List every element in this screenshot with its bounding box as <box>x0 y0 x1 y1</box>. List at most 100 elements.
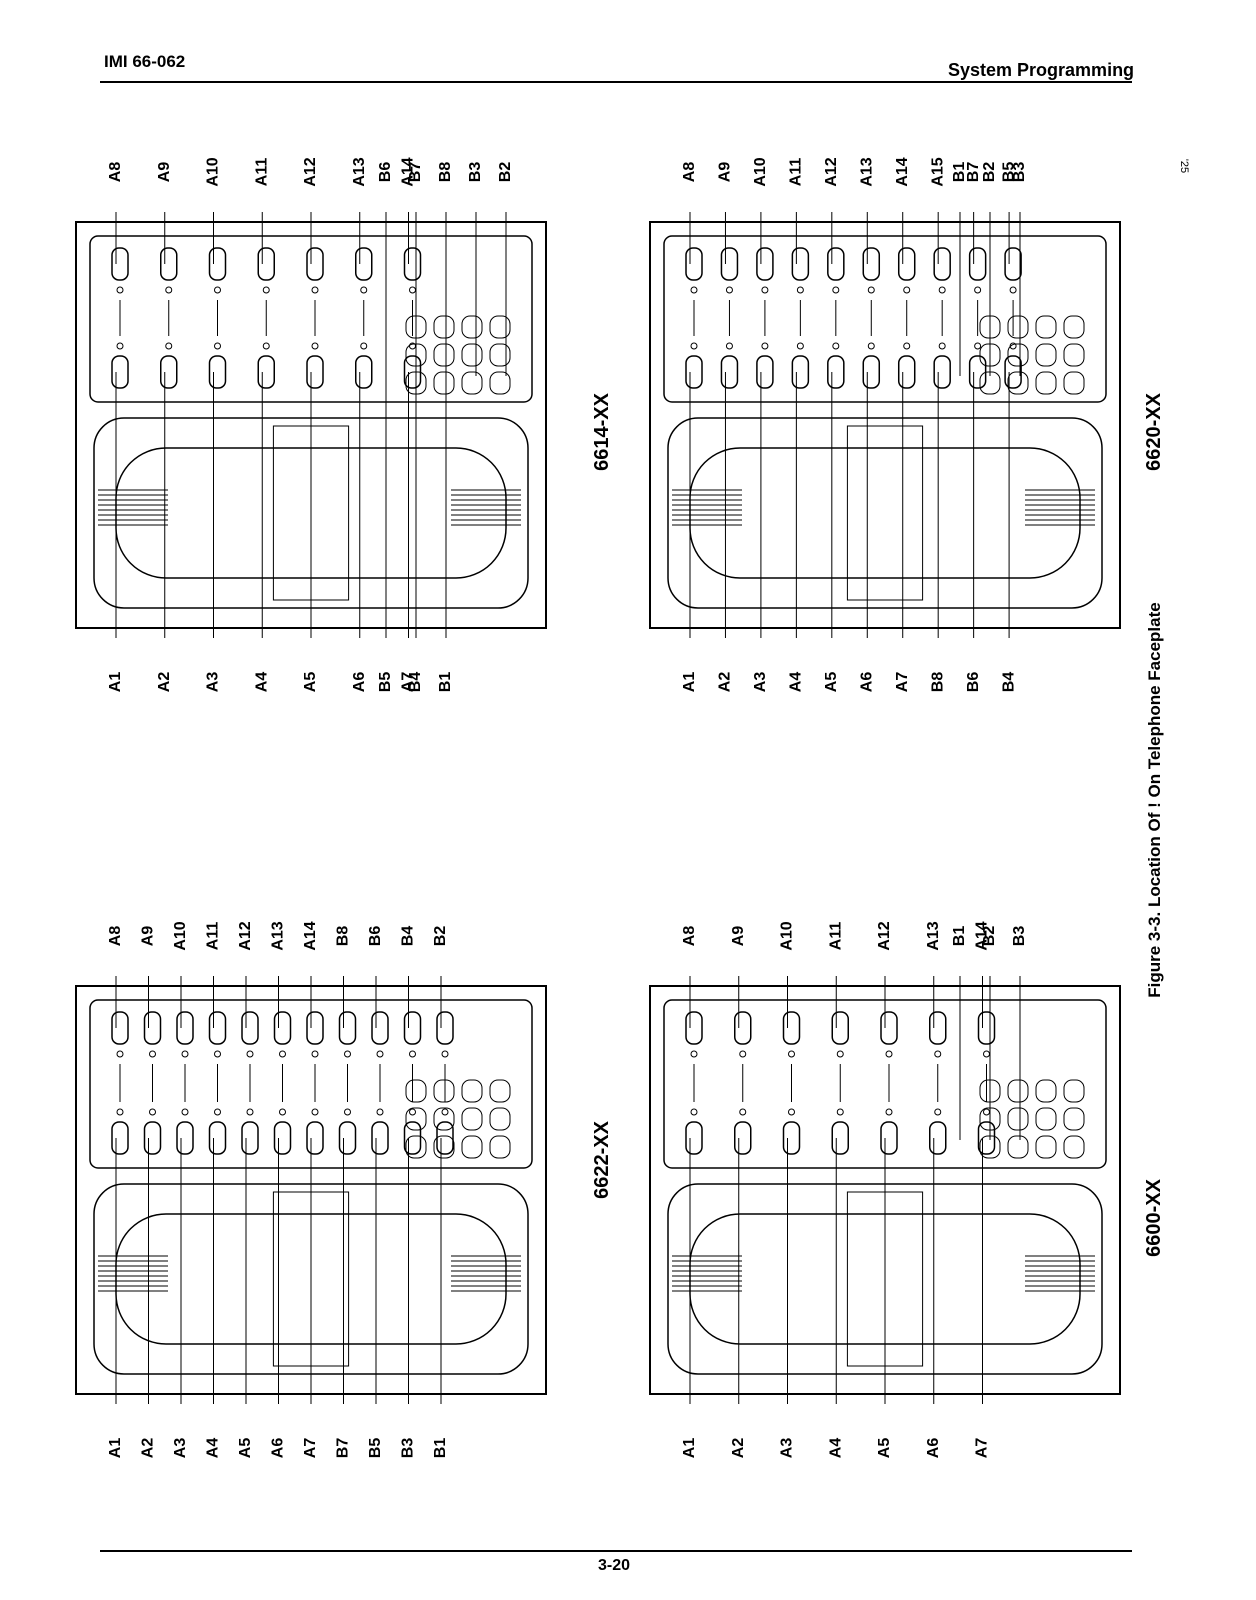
button-label: A8 <box>681 162 698 183</box>
button-label: B4 <box>407 672 424 693</box>
line-led <box>796 342 804 350</box>
button-label-text: B6 <box>965 672 982 693</box>
line-led <box>761 286 769 294</box>
button-label: A2 <box>140 1438 157 1459</box>
button-label-text: A3 <box>205 672 222 693</box>
button-label: A4 <box>253 672 270 693</box>
line-led <box>796 286 804 294</box>
button-label-text: A14 <box>302 921 319 950</box>
button-label-text: A10 <box>205 157 222 186</box>
button-label: A6 <box>270 1438 287 1459</box>
button-label: A6 <box>351 672 368 693</box>
button-label-text: B4 <box>1000 672 1017 693</box>
keypad-key <box>1035 343 1057 367</box>
button-label: A2 <box>156 672 173 693</box>
button-label: A13 <box>925 921 942 950</box>
button-label-text: B7 <box>965 162 982 183</box>
line-button <box>685 355 703 389</box>
phone-outline <box>649 221 1121 629</box>
line-button <box>306 355 324 389</box>
button-label-text: A1 <box>107 1438 124 1459</box>
button-label-text: B8 <box>929 672 946 693</box>
line-button <box>143 1011 162 1045</box>
button-label-text: A6 <box>270 1438 287 1459</box>
button-label-text: A4 <box>788 672 805 693</box>
keypad-key <box>489 1107 511 1131</box>
button-label: B5 <box>1000 162 1017 183</box>
button-label-text: B3 <box>1011 926 1028 947</box>
button-label: A12 <box>237 921 254 950</box>
line-button <box>241 1011 259 1045</box>
button-label: A9 <box>717 162 734 183</box>
button-label: B8 <box>437 162 454 183</box>
line-button <box>436 1011 454 1045</box>
line-button <box>734 1121 752 1155</box>
line-led <box>279 1050 286 1058</box>
line-button <box>977 1121 996 1155</box>
button-label: A3 <box>172 1438 189 1459</box>
line-led <box>974 286 982 294</box>
line-button <box>791 355 810 389</box>
model-label-6622: 6622-XX <box>591 1120 613 1198</box>
keypad-key <box>433 1079 455 1103</box>
line-button <box>208 1121 227 1155</box>
line-button <box>929 1121 947 1155</box>
line-led <box>409 286 416 294</box>
line-button <box>720 247 739 281</box>
button-label: B2 <box>981 926 998 947</box>
line-led <box>983 1050 990 1058</box>
button-label-text: A15 <box>929 157 946 186</box>
line-button <box>827 247 845 281</box>
button-label-text: B2 <box>981 926 998 947</box>
line-button <box>111 1121 129 1155</box>
button-label-text: B5 <box>367 1438 384 1459</box>
button-label: A4 <box>788 672 805 693</box>
keypad-key <box>1035 1107 1057 1131</box>
line-led <box>311 1108 319 1116</box>
button-label-text: A4 <box>827 1438 844 1459</box>
button-label-text: B2 <box>432 926 449 947</box>
button-label: A14 <box>400 157 417 186</box>
button-label-text: A4 <box>253 672 270 693</box>
button-label-text: B5 <box>1000 162 1017 183</box>
button-label: A6 <box>925 1438 942 1459</box>
button-label: A6 <box>858 672 875 693</box>
button-label: B3 <box>400 1438 417 1459</box>
button-label-text: A9 <box>140 926 157 947</box>
button-label-text: A7 <box>302 1438 319 1459</box>
keypad-key <box>433 315 455 339</box>
button-label-text: A13 <box>858 157 875 186</box>
line-button <box>968 247 987 281</box>
button-label: A9 <box>156 162 173 183</box>
line-button <box>933 355 951 389</box>
line-button <box>355 247 373 281</box>
line-led <box>836 1050 844 1058</box>
handset-cradle <box>667 417 1103 609</box>
keypad-key <box>461 343 483 367</box>
line-led <box>360 342 368 350</box>
keypad-key <box>489 1079 511 1103</box>
button-label: A3 <box>205 672 222 693</box>
line-led <box>867 286 875 294</box>
keypad-key <box>433 1135 455 1159</box>
line-led <box>165 286 173 294</box>
button-label: A9 <box>140 926 157 947</box>
button-label-text: A12 <box>302 157 319 186</box>
line-button <box>355 355 373 389</box>
button-label: A1 <box>681 672 698 693</box>
line-button <box>403 1011 422 1045</box>
line-button <box>257 247 275 281</box>
button-label-text: A14 <box>974 921 991 950</box>
model-label-6600: 6600-XX <box>1143 1178 1165 1256</box>
line-button <box>782 1121 801 1155</box>
line-button <box>968 355 987 389</box>
button-label-text: A14 <box>400 157 417 186</box>
line-button <box>831 1011 849 1045</box>
line-button <box>791 247 810 281</box>
button-label-text: A2 <box>140 1438 157 1459</box>
handset-grip <box>846 425 924 601</box>
button-label: A14 <box>894 157 911 186</box>
keypad-key <box>405 1135 427 1159</box>
line-button <box>933 247 951 281</box>
button-label-text: A2 <box>717 672 734 693</box>
